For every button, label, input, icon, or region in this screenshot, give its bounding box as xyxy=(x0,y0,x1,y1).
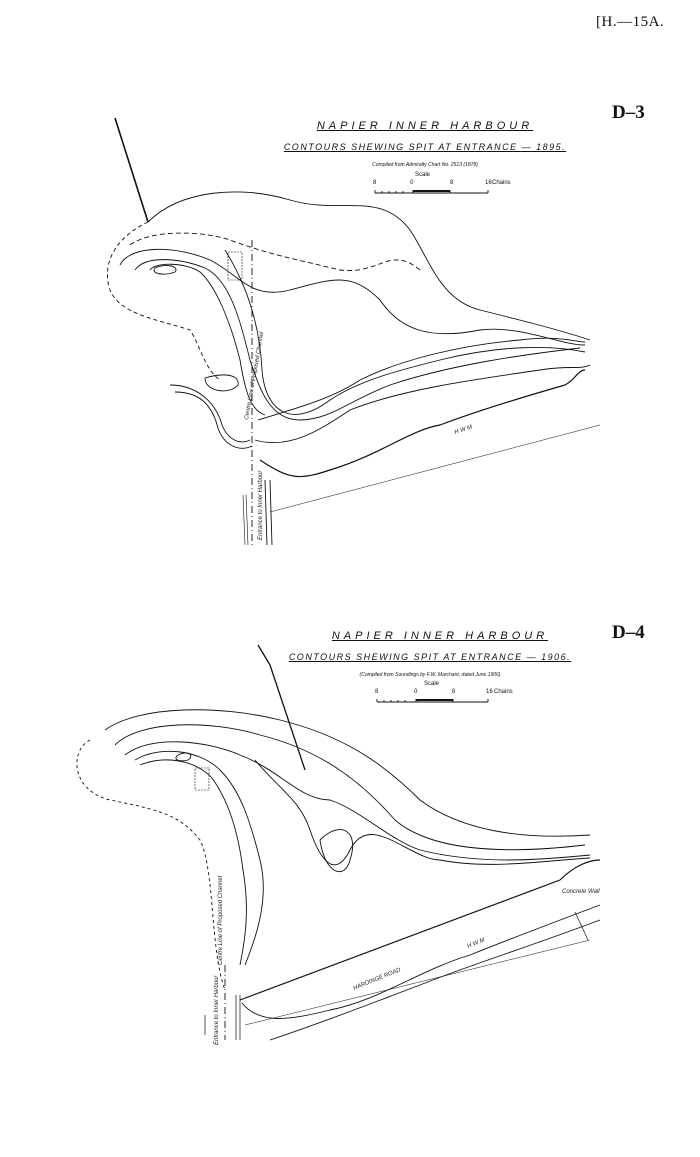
scale-tick: 8 xyxy=(452,689,456,695)
map-d3-contours xyxy=(106,117,601,546)
map-source-d3: Compiled from Admiralty Chart No. 2513 (… xyxy=(372,162,478,168)
label-hwm-d3: H W M xyxy=(454,425,473,436)
scale-unit: Chains xyxy=(494,689,513,695)
map-subtitle-d4: CONTOURS SHEWING SPIT AT ENTRANCE — 1906… xyxy=(288,652,572,662)
scale-label-d3: Scale xyxy=(415,172,431,178)
map-source-d4: (Compiled from Soundings by F.W. Marchan… xyxy=(359,672,501,678)
label-hwm-d4: H W M xyxy=(467,937,486,949)
scale-bar-d3 xyxy=(374,190,489,194)
scale-unit: Chains xyxy=(492,180,511,186)
label-wall-d4: Concrete Wall xyxy=(562,889,600,895)
label-entrance-d4: Entrance to Inner Harbour xyxy=(214,975,220,1045)
scale-tick: 8 xyxy=(375,689,379,695)
scale-tick: 8 xyxy=(450,180,454,186)
map-d4-contours xyxy=(76,644,601,1041)
scale-tick: 16 xyxy=(485,180,492,186)
scale-tick: 0 xyxy=(410,180,414,186)
map-title-d4: NAPIER INNER HARBOUR xyxy=(331,630,549,642)
scale-tick: 0 xyxy=(414,689,418,695)
scale-tick: 8 xyxy=(373,180,377,186)
map-subtitle-d3: CONTOURS SHEWING SPIT AT ENTRANCE — 1895… xyxy=(283,142,567,152)
scale-bar-d4 xyxy=(376,699,489,703)
scale-label-d4: Scale xyxy=(424,681,440,687)
page-header: [H.—15A. xyxy=(596,14,665,30)
label-entrance-d3: Entrance to Inner Harbour xyxy=(258,470,264,540)
label-channel-d4: Centre Line of Proposed Channel xyxy=(218,875,224,965)
map-title-d3: NAPIER INNER HARBOUR xyxy=(316,120,534,132)
plate-number-d4: D–4 xyxy=(612,622,645,643)
scale-tick: 16 xyxy=(486,689,493,695)
plate-number-d3: D–3 xyxy=(612,102,645,123)
